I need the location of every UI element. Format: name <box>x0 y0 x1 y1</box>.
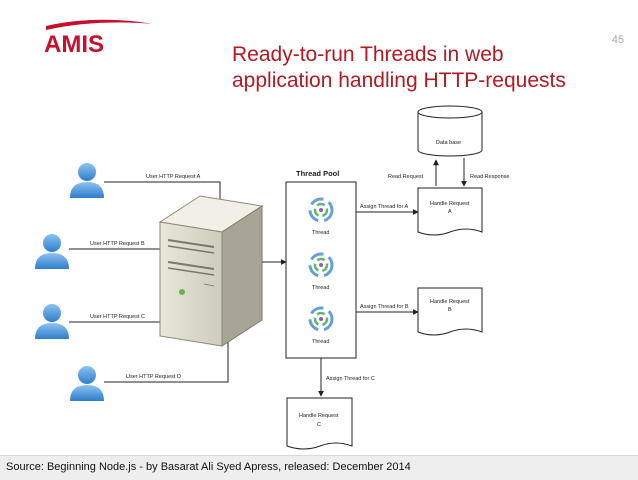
assign-b-label: Assign Thread for B <box>360 304 409 310</box>
thread-icon-2 <box>308 252 334 278</box>
thread-label-1: Thread <box>312 230 329 236</box>
title-line-2: application handling HTTP-requests <box>232 69 566 92</box>
thread-pool-label: Thread Pool <box>296 169 339 178</box>
handle-b-line2: B <box>448 307 452 313</box>
title-line-1: Ready-to-run Threads in web <box>232 43 504 66</box>
user-icon-b <box>35 234 69 269</box>
thread-icon-1 <box>308 197 334 223</box>
handle-request-c-box <box>286 397 353 450</box>
read-request-label: Read Request <box>388 174 424 180</box>
slide-number: 45 <box>611 34 624 46</box>
assign-a-label: Assign Thread for A <box>360 204 409 210</box>
source-text: Source: Beginning Node.js - by Basarat A… <box>6 461 411 473</box>
user-icon-a <box>70 163 104 198</box>
handle-a-line1: Handle Request <box>430 201 470 207</box>
handle-request-a-box <box>417 187 483 236</box>
assign-c-label: Assign Thread for C <box>326 376 375 382</box>
source-footer: Source: Beginning Node.js - by Basarat A… <box>0 455 638 480</box>
thread-label-3: Thread <box>312 339 329 345</box>
database-icon <box>417 105 483 157</box>
server-icon <box>158 195 264 347</box>
request-line-a <box>104 181 221 200</box>
handle-c-line2: C <box>317 422 321 428</box>
amis-logo: AMIS <box>44 19 152 56</box>
thread-pool-diagram: User HTTP Request A User HTTP Request B … <box>35 105 509 450</box>
handle-a-line2: A <box>448 209 452 215</box>
user-icon-c <box>35 304 69 339</box>
request-label-c: User HTTP Request C <box>90 314 145 320</box>
request-label-b: User HTTP Request B <box>90 241 145 247</box>
request-label-a: User HTTP Request A <box>146 174 201 180</box>
database-label: Data base <box>436 140 461 146</box>
read-response-label: Read Response <box>470 174 509 180</box>
thread-icon-3 <box>308 306 334 332</box>
handle-request-b-box <box>417 287 483 336</box>
request-line-d <box>104 338 229 383</box>
slide-title: Ready-to-run Threads in web application … <box>232 42 632 94</box>
thread-label-2: Thread <box>312 285 329 291</box>
handle-b-line1: Handle Request <box>430 299 470 305</box>
handle-c-line1: Handle Request <box>299 413 339 419</box>
request-label-d: User HTTP Request D <box>126 374 181 380</box>
logo-text: AMIS <box>44 31 104 56</box>
user-icon-d <box>70 366 104 401</box>
